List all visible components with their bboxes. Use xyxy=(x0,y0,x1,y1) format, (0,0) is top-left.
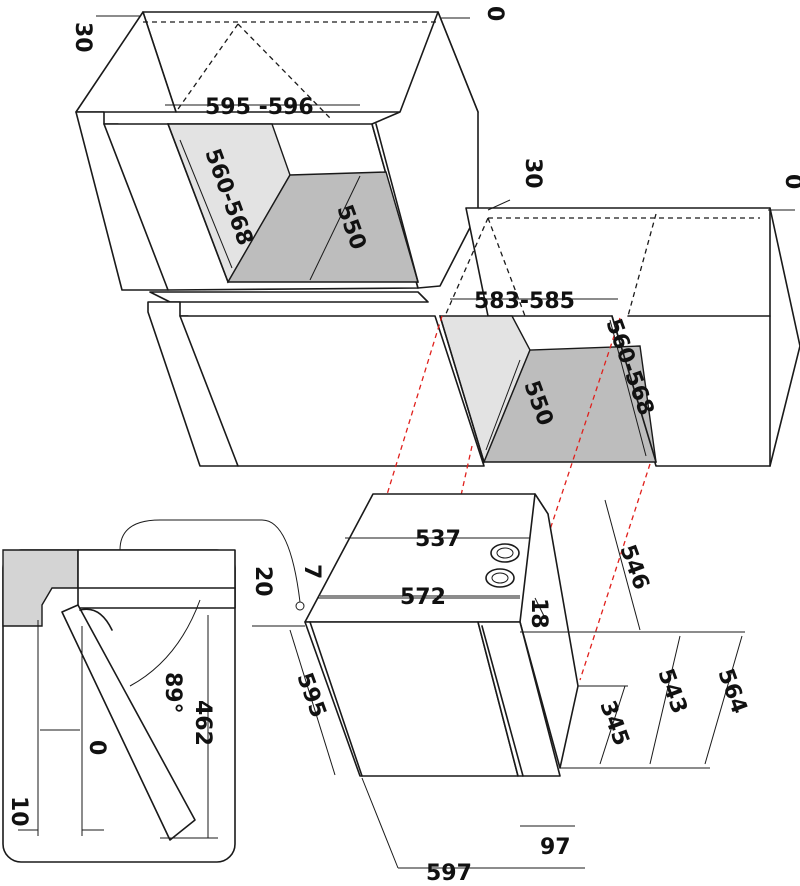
dim-oven-offset-7: 7 xyxy=(299,564,324,579)
dim-mid-gap-left: 30 xyxy=(520,158,545,189)
dim-top-width: 595 -596 xyxy=(205,95,314,120)
dim-oven-height-564: 564 xyxy=(712,666,751,718)
dim-door-offset-0: 0 xyxy=(84,740,109,755)
dim-oven-front-width: 597 xyxy=(426,861,472,886)
dim-oven-inner-width: 572 xyxy=(400,585,446,610)
dim-oven-offset-20: 20 xyxy=(250,566,275,597)
dim-oven-height-543: 543 xyxy=(652,666,691,718)
dim-oven-depth-side: 546 xyxy=(614,542,653,594)
alignment-lines xyxy=(372,315,651,681)
dim-oven-height-345: 345 xyxy=(594,698,633,750)
middle-cabinet xyxy=(147,207,800,467)
dim-mid-width: 583-585 xyxy=(474,289,575,314)
dim-door-offset-10: 10 xyxy=(6,796,31,827)
dim-door-height: 462 xyxy=(190,700,215,746)
top-cabinet xyxy=(75,11,479,303)
dim-mid-gap-right: 0 xyxy=(780,174,800,189)
door-detail-inset xyxy=(2,549,236,863)
dimension-lines xyxy=(18,15,795,869)
dim-top-gap-left: 30 xyxy=(70,22,95,53)
oven-body xyxy=(295,493,579,777)
dim-top-gap-right: 0 xyxy=(482,6,507,21)
dim-oven-top-width: 537 xyxy=(415,527,461,552)
dim-door-angle: 89° xyxy=(160,672,185,714)
dim-oven-panel-18: 18 xyxy=(526,598,551,629)
inset-leader xyxy=(119,519,301,603)
dim-oven-depth-97: 97 xyxy=(540,835,571,860)
